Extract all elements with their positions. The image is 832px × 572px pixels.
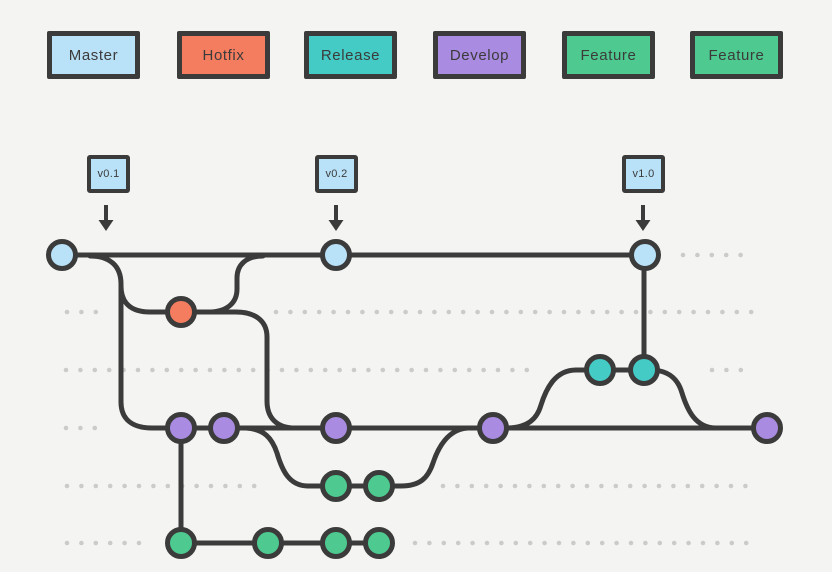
commit-node-hotfix	[165, 296, 197, 328]
version-tag-label: v0.1	[97, 168, 120, 180]
version-tag-label: v1.0	[632, 168, 655, 180]
lane-dots	[709, 367, 744, 373]
tag-arrowhead-icon	[98, 220, 114, 231]
legend-box-feature-2: Feature	[690, 31, 783, 79]
commit-node-develop	[477, 412, 509, 444]
edge-branch-develop-feature	[243, 425, 311, 489]
commit-node-master	[629, 239, 661, 271]
commit-node-release	[628, 354, 660, 386]
legend-box-master: Master	[47, 31, 140, 79]
commit-node-develop	[751, 412, 783, 444]
lane-dots	[273, 309, 754, 315]
commit-node-feature	[363, 527, 395, 559]
lane-dots	[680, 252, 743, 258]
version-tag-v0-2: v0.2	[315, 155, 358, 193]
commit-node-develop	[165, 412, 197, 444]
lane-dots	[412, 540, 749, 546]
edge-merge-hotfix-develop	[233, 309, 298, 431]
edge-merge-hotfix-master	[205, 253, 266, 315]
commit-node-develop	[320, 412, 352, 444]
commit-node-feature	[252, 527, 284, 559]
lane-dots	[64, 309, 99, 315]
commit-node-feature	[165, 527, 197, 559]
legend-label-release: Release	[320, 46, 381, 64]
lane-dots	[440, 483, 748, 489]
legend-label-hotfix: Hotfix	[202, 46, 245, 64]
legend-box-hotfix: Hotfix	[177, 31, 270, 79]
commit-node-develop	[208, 412, 240, 444]
edge-branch-develop-release	[506, 367, 579, 431]
legend-label-master: Master	[68, 46, 119, 64]
commit-node-feature	[320, 470, 352, 502]
commit-node-release	[584, 354, 616, 386]
legend-box-feature-1: Feature	[562, 31, 655, 79]
commit-node-feature	[320, 527, 352, 559]
edge-merge-release-develop	[647, 367, 719, 431]
legend-label-develop: Develop	[449, 46, 510, 64]
legend-box-develop: Develop	[433, 31, 526, 79]
version-tag-v0-1: v0.1	[87, 155, 130, 193]
legend-box-release: Release	[304, 31, 397, 79]
edge-branch-master-hotfix	[118, 283, 184, 315]
tag-arrowhead-icon	[635, 220, 651, 231]
version-tag-label: v0.2	[325, 168, 348, 180]
commit-node-master	[320, 239, 352, 271]
edge-merge-feature-develop	[398, 425, 471, 489]
commit-node-master	[46, 239, 78, 271]
commit-node-feature	[363, 470, 395, 502]
legend-label-feature-1: Feature	[580, 46, 637, 64]
lane-dots	[63, 367, 530, 373]
version-tag-v1-0: v1.0	[622, 155, 665, 193]
lane-dots	[64, 540, 142, 546]
lane-dots	[63, 425, 98, 431]
legend-label-feature-2: Feature	[708, 46, 765, 64]
tag-arrowhead-icon	[328, 220, 344, 231]
lane-dots	[64, 483, 257, 489]
edge-branch-master-develop	[87, 253, 155, 431]
